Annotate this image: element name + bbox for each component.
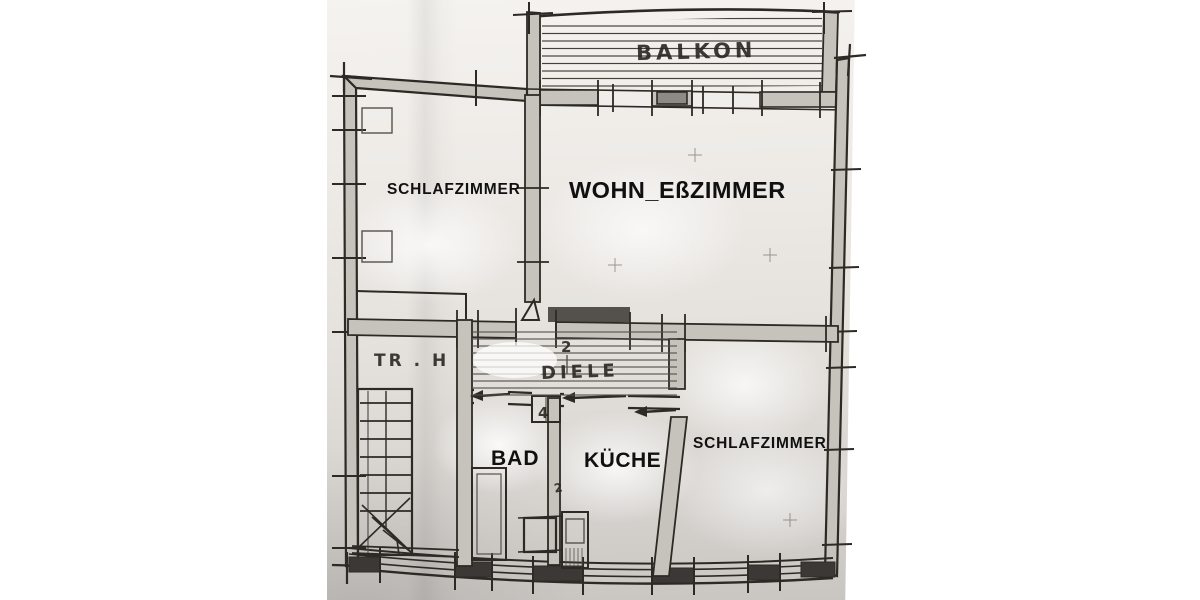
door-number-below-diele: 4 xyxy=(538,404,548,422)
bedroom-furniture xyxy=(361,230,393,263)
stair-outline xyxy=(356,387,414,557)
right-wall xyxy=(823,56,851,578)
stair-winders xyxy=(358,497,413,556)
bedroom-living-wall xyxy=(524,94,541,303)
schlafzimmer-bottom-label: SCHLAFZIMMER xyxy=(693,435,827,452)
bottom-pier xyxy=(747,564,781,581)
bottom-wall xyxy=(348,547,836,595)
stair-landing-lines xyxy=(351,545,460,558)
fixtures xyxy=(355,107,797,569)
bad-label: BAD xyxy=(491,447,540,470)
door-swing-triangle xyxy=(520,297,541,321)
balcony-window-wall xyxy=(526,80,848,118)
window-pier xyxy=(759,91,839,108)
window-pier xyxy=(539,89,599,106)
diele-bright-spot xyxy=(473,342,557,378)
balcony-top-edge xyxy=(526,8,841,19)
bottom-inner-line xyxy=(348,547,834,565)
schlafzimmer-top-label: SCHLAFZIMMER xyxy=(387,181,521,198)
bathtub-inner xyxy=(476,473,502,555)
window-center-block xyxy=(656,91,688,105)
bottom-corner-pier xyxy=(348,556,381,573)
kueche-bedroom-wall-bottom xyxy=(651,416,689,577)
kueche-label: KÜCHE xyxy=(584,449,661,472)
bedroom-living-wall-ticks xyxy=(517,187,549,263)
bottom-corner-pier xyxy=(800,561,836,578)
balcony-corner-ticks xyxy=(512,2,853,34)
room-labels: SCHLAFZIMMER WOHN_EßZIMMER TR . H DIELE … xyxy=(374,177,827,496)
construction-marks xyxy=(608,148,797,527)
kitchen-shaft-inner xyxy=(565,518,585,544)
kitchen-shaft xyxy=(561,511,589,569)
hall-diele xyxy=(472,326,677,396)
door-arrow-bedroom xyxy=(634,406,677,417)
staircase xyxy=(351,387,460,558)
kitchen-shaft-hatch xyxy=(565,548,583,566)
right-wall-ticks xyxy=(821,168,862,546)
door-number-kueche: 2 xyxy=(553,480,564,495)
bedroom-partition xyxy=(355,290,467,319)
door-number-above-diele: 2 xyxy=(561,338,571,356)
balkon-label: BALKON xyxy=(636,38,757,65)
bedroom-furniture xyxy=(361,107,393,134)
wohn-esszimmer-label: WOHN_EßZIMMER xyxy=(569,177,786,203)
diele-label: DIELE xyxy=(541,360,619,384)
door-lintel-dark xyxy=(548,307,630,322)
balcony-hatch-area xyxy=(542,16,822,88)
stairwell-hall-wall xyxy=(456,319,473,567)
bathtub xyxy=(471,467,507,561)
bottom-window-ticks xyxy=(379,547,781,595)
bottom-outer-line xyxy=(348,566,834,585)
washbasin-ticks xyxy=(517,515,563,553)
treppenhaus-label: TR . H xyxy=(374,351,449,371)
balcony: BALKON xyxy=(512,2,853,102)
washbasin xyxy=(522,516,558,554)
